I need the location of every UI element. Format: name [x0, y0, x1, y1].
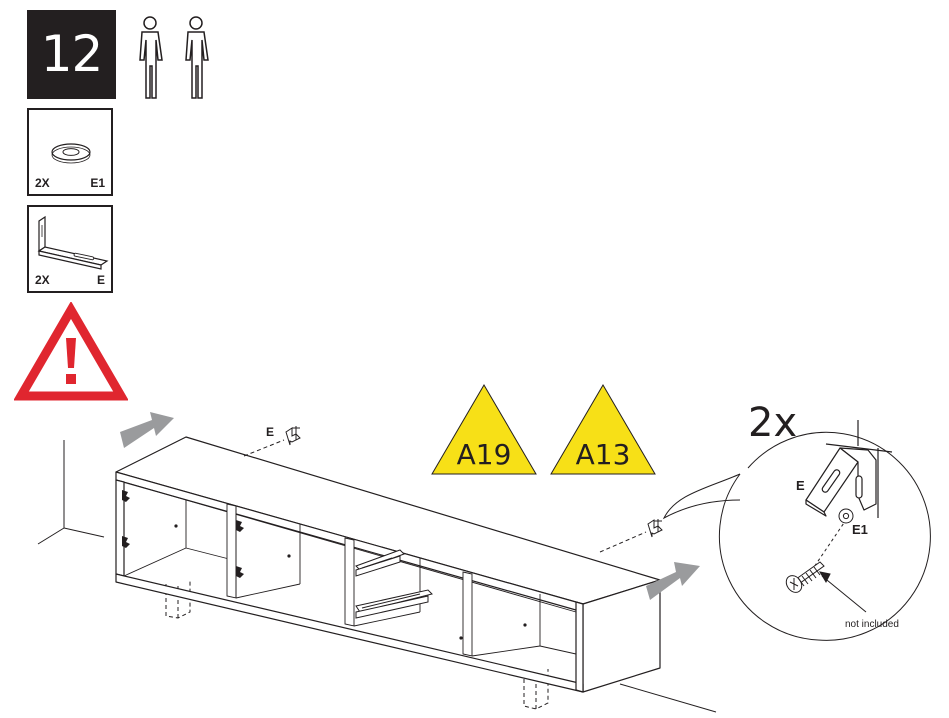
- reference-triangle-a13: A13: [550, 384, 656, 475]
- part-code: E1: [90, 176, 105, 190]
- reference-label: A13: [576, 438, 631, 471]
- detail-washer-label: E1: [852, 522, 868, 537]
- reference-triangle-a19: A19: [431, 384, 537, 475]
- person-icon: [139, 16, 163, 99]
- drawer-slides: [355, 549, 433, 619]
- step-number: 12: [27, 10, 116, 99]
- not-included-note: not included: [845, 619, 899, 630]
- hinge-marks: [122, 490, 527, 640]
- part-qty: 2X: [35, 273, 50, 287]
- warning-triangle-icon: [14, 302, 128, 401]
- part-box-washer: 2X E1: [27, 108, 113, 196]
- reference-label: A19: [457, 438, 512, 471]
- detail-callout: [662, 431, 931, 641]
- wall-floor-lines: [37, 440, 717, 713]
- detail-bracket-label: E: [796, 478, 805, 493]
- detail-screw: [785, 508, 867, 613]
- top-brackets: [243, 426, 663, 553]
- detail-multiplier: 2x: [748, 400, 797, 446]
- direction-arrow-icon: [120, 412, 700, 600]
- detail-bracket: [805, 420, 893, 518]
- two-person-icon: [139, 16, 209, 99]
- part-qty: 2X: [35, 176, 50, 190]
- washer-icon: [51, 143, 91, 164]
- part-code: E: [96, 273, 105, 287]
- part-box-bracket: 2X E: [27, 205, 113, 293]
- l-bracket-icon: [37, 215, 109, 270]
- cabinet-interior: [123, 481, 577, 657]
- person-icon: [185, 16, 209, 99]
- bracket-label: E: [266, 425, 274, 439]
